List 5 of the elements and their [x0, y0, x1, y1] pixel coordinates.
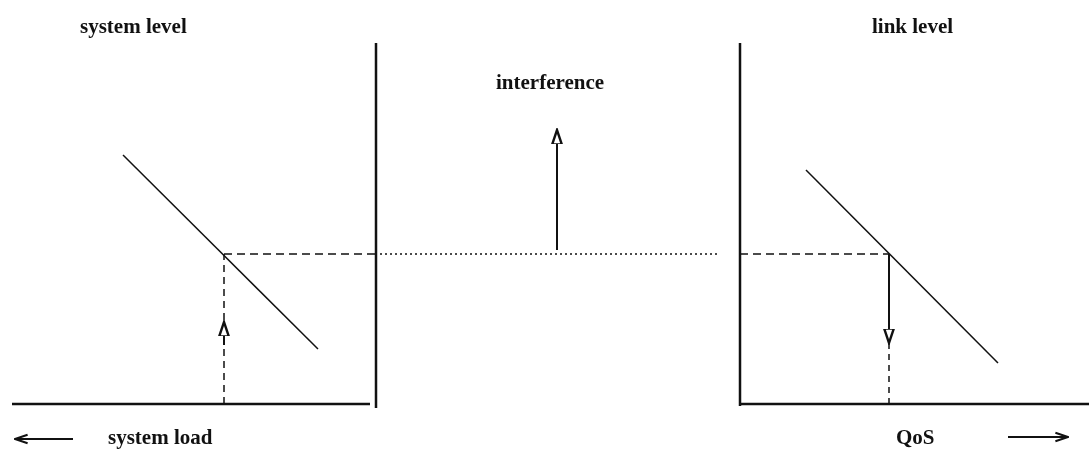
axis-label: system level: [80, 16, 187, 37]
axis-label: QoS: [896, 427, 935, 448]
axis-label: link level: [872, 16, 954, 37]
axis-label: system load: [108, 427, 213, 448]
axis-label: interference: [496, 72, 605, 93]
